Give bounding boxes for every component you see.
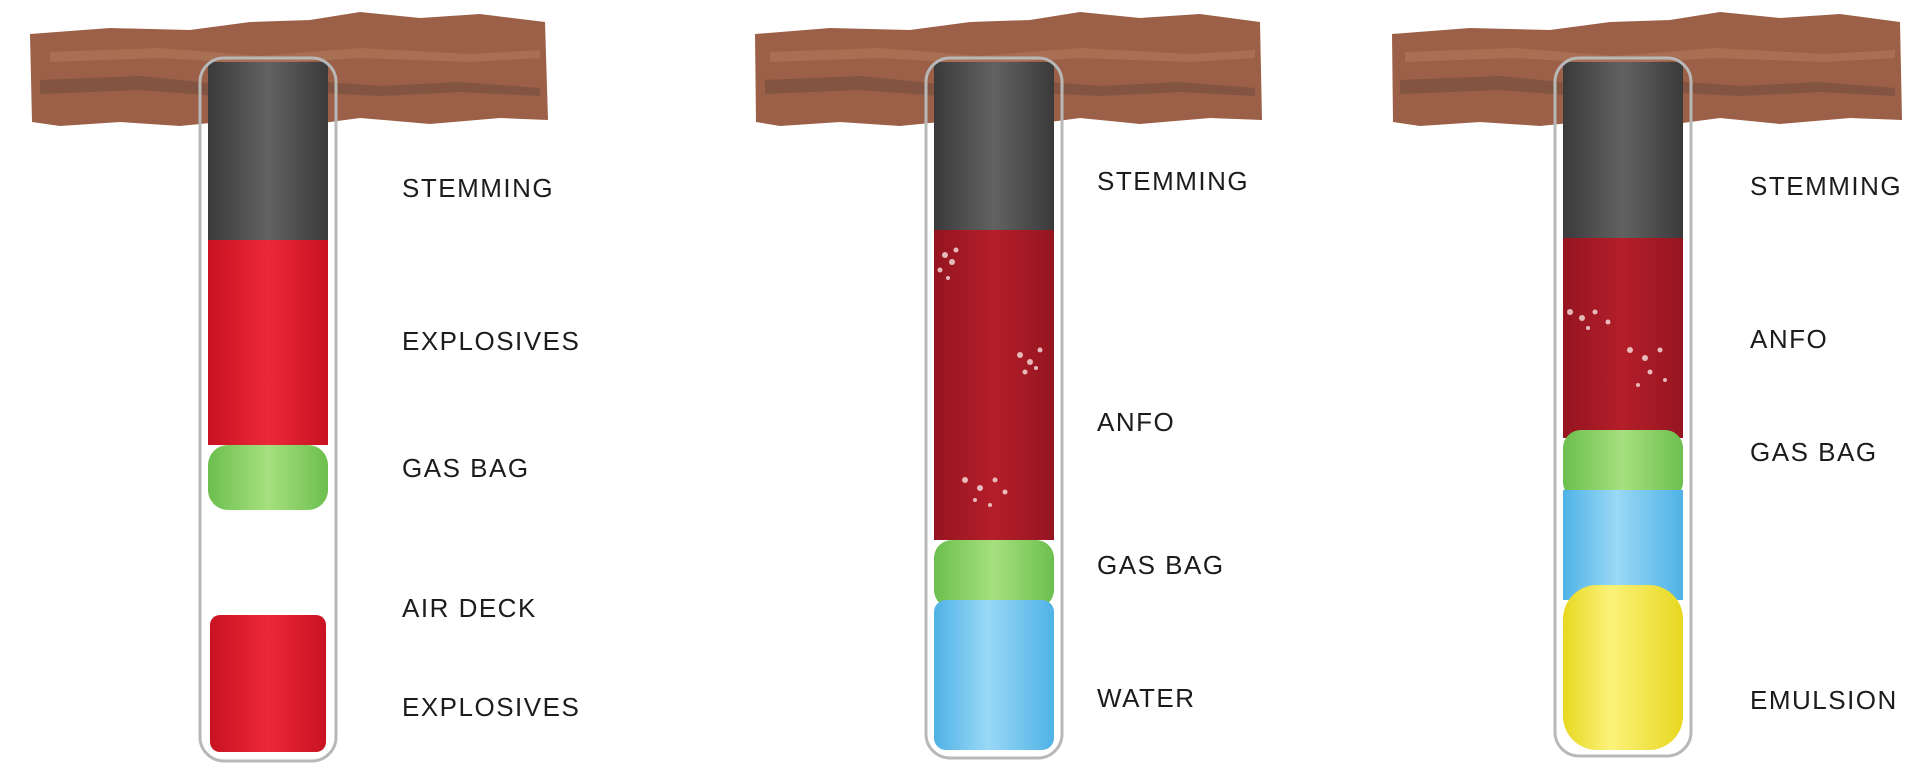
gas-bag-segment (208, 445, 328, 510)
hole-label: STEMMING (1750, 171, 1902, 201)
gas-bag-segment (1563, 430, 1683, 500)
hole-label: GAS BAG (1097, 550, 1225, 580)
gas-bag-segment (934, 540, 1054, 608)
anfo-speckle (1567, 309, 1667, 387)
stemming-segment (934, 62, 1054, 240)
hole-label: AIR DECK (402, 593, 537, 623)
borehole-tube (198, 56, 338, 763)
water-segment (1563, 490, 1683, 600)
hole-label: ANFO (1750, 324, 1828, 354)
water-segment (934, 600, 1054, 750)
anfo-segment (934, 230, 1054, 540)
hole-label: EMULSION (1750, 685, 1898, 715)
stemming-segment (1563, 62, 1683, 240)
explosives-segment (208, 240, 328, 445)
hole-label: EXPLOSIVES (402, 692, 580, 722)
emulsion-segment (1563, 585, 1683, 750)
hole-label: STEMMING (1097, 166, 1249, 196)
explosives-segment (210, 615, 326, 752)
ground-strata (770, 48, 1255, 64)
stemming-segment (208, 62, 328, 240)
borehole-tube (1553, 56, 1693, 758)
ground-strata (50, 48, 540, 64)
hole-label: ANFO (1097, 407, 1175, 437)
hole-label: WATER (1097, 683, 1196, 713)
hole-label: GAS BAG (402, 453, 530, 483)
hole-label: GAS BAG (1750, 437, 1878, 467)
air-deck-hole: STEMMING EXPLOSIVES GAS BAG AIR DECK EXP… (30, 12, 580, 763)
borehole-tube (924, 56, 1064, 760)
hole-label: EXPLOSIVES (402, 326, 580, 356)
emulsion-hole: STEMMING ANFO GAS BAG EMULSION (1392, 12, 1902, 758)
anfo-speckle (937, 247, 1043, 507)
hole-label: STEMMING (402, 173, 554, 203)
water-hole: STEMMING ANFO GAS BAG WATER (755, 12, 1262, 760)
anfo-segment (1563, 238, 1683, 438)
ground-strata (1405, 48, 1895, 64)
